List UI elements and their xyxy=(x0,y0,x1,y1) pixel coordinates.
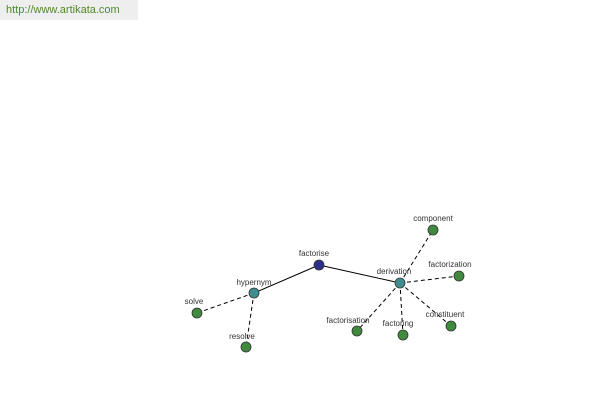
node-label-factorization[interactable]: factorization xyxy=(428,260,471,269)
edge-derivation-factoring xyxy=(399,282,404,336)
node-label-constituent[interactable]: constituent xyxy=(426,310,465,319)
edge-derivation-component xyxy=(399,229,434,284)
graph-nodes: factorise hypernym solve resolve derivation c… xyxy=(185,214,472,353)
node-label-factoring[interactable]: factoring xyxy=(383,319,414,328)
site-banner: http://www.artikata.com xyxy=(0,0,138,20)
node-label-component[interactable]: component xyxy=(413,214,453,223)
node-resolve[interactable] xyxy=(240,341,252,353)
edge-derivation-factorization xyxy=(399,275,460,284)
node-solve[interactable] xyxy=(191,307,203,319)
node-label-solve[interactable]: solve xyxy=(185,297,204,306)
node-component[interactable] xyxy=(427,224,439,236)
node-factorization[interactable] xyxy=(453,270,465,282)
node-label-hypernym[interactable]: hypernym xyxy=(236,278,271,287)
node-constituent[interactable] xyxy=(445,320,457,332)
node-factoring[interactable] xyxy=(397,329,409,341)
graph-edges xyxy=(196,229,460,348)
edge-derivation-factorisation xyxy=(356,282,401,332)
node-label-factorise[interactable]: factorise xyxy=(299,249,330,258)
node-label-factorisation[interactable]: factorisation xyxy=(326,316,369,325)
edge-factorise-hypernym xyxy=(253,264,320,294)
edge-hypernym-solve xyxy=(196,292,255,314)
node-derivation[interactable] xyxy=(394,277,406,289)
site-link[interactable]: http://www.artikata.com xyxy=(6,4,120,16)
edge-hypernym-resolve xyxy=(245,292,255,348)
edge-factorise-derivation xyxy=(318,264,401,284)
node-label-resolve[interactable]: resolve xyxy=(229,332,255,341)
node-label-derivation[interactable]: derivation xyxy=(377,267,412,276)
node-factorisation[interactable] xyxy=(351,325,363,337)
node-hypernym[interactable] xyxy=(248,287,260,299)
node-factorise[interactable] xyxy=(313,259,325,271)
